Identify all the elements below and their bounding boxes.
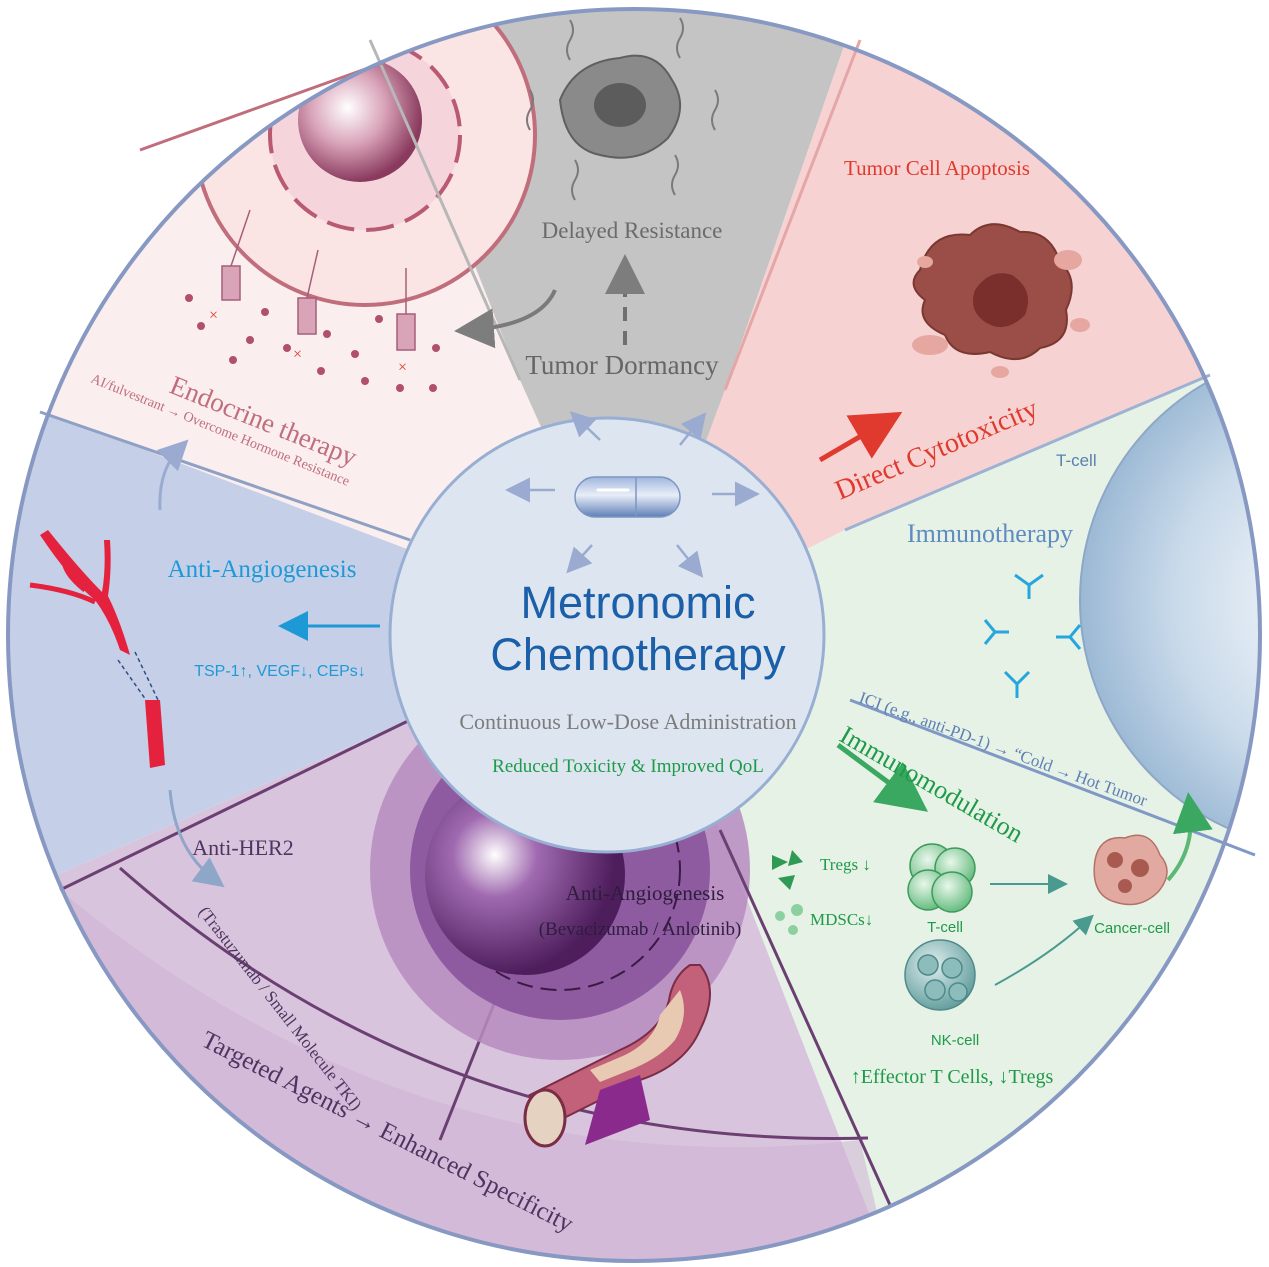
- center-circle: [388, 416, 826, 854]
- big-tcell: [1079, 349, 1260, 851]
- cytotoxicity-arrow: [818, 411, 903, 463]
- immunotherapy-label: Immunotherapy: [907, 519, 1073, 548]
- mdsc-icon: [775, 904, 803, 935]
- endocrine-nucleus: [298, 58, 422, 182]
- broken-vessel-icon: [29, 530, 165, 768]
- anti-angiogenesis-label: Anti-Angiogenesis: [168, 556, 357, 583]
- blood-vessel-icon: [523, 964, 711, 1148]
- nkcell-cluster-icon: [904, 939, 976, 1011]
- center-title-2: Chemotherapy: [490, 629, 786, 680]
- cancer-to-tcell-arrow: [1166, 792, 1213, 882]
- hormone-dots: [185, 294, 440, 392]
- tumor-apoptosis-label: Tumor Cell Apoptosis: [844, 156, 1030, 180]
- angio-to-endocrine-arrow: [156, 439, 189, 511]
- blocked-marks: × × ×: [209, 307, 407, 376]
- effector-label: ↑Effector T Cells, ↓Tregs: [851, 1066, 1054, 1088]
- dormant-tumor-icon: [526, 17, 719, 201]
- angio-to-her2-arrow: [168, 789, 225, 888]
- nkcell-label: NK-cell: [931, 1032, 979, 1049]
- targeted-angio-label: Anti-Angiogenesis: [566, 881, 725, 905]
- outer-ring: [6, 7, 1262, 1263]
- dormancy-to-endocrine-arrow: [454, 289, 557, 349]
- nkcell-to-cancer-arrow: [994, 914, 1094, 986]
- anti-her2-label: Anti-HER2: [192, 835, 293, 860]
- svg-text:×: ×: [293, 346, 302, 363]
- tcell-top-label: T-cell: [1056, 451, 1097, 470]
- receptor-icons: [221, 209, 416, 351]
- drug-capsule-icon: [574, 476, 681, 518]
- targeted-angio-drugs: (Bevacizumab / Anlotinib): [539, 919, 742, 940]
- cancer-cell-label: Cancer-cell: [1094, 920, 1170, 937]
- tcell-cluster-icon: [907, 843, 976, 913]
- cancer-cell-icon: [1093, 834, 1168, 906]
- antibody-icons: [983, 573, 1082, 698]
- angio-markers-label: TSP-1↑, VEGF↓, CEPs↓: [194, 663, 366, 680]
- tcell-label: T-cell: [927, 919, 963, 936]
- apoptotic-cell-icon: [912, 223, 1090, 378]
- center-subtitle: Continuous Low-Dose Administration: [459, 709, 796, 734]
- tregs-label: Tregs ↓: [820, 855, 871, 874]
- mdscs-label: MDSCs↓: [810, 910, 873, 929]
- svg-text:×: ×: [398, 359, 407, 376]
- treg-icon: [772, 850, 803, 890]
- release-arrows: [505, 411, 760, 578]
- sector-angio: [8, 410, 634, 900]
- center-benefit: Reduced Toxicity & Improved QoL: [492, 756, 764, 777]
- svg-text:×: ×: [209, 307, 218, 324]
- center-title-1: Metronomic: [520, 577, 755, 628]
- immunomodulation-arrow: [836, 742, 929, 812]
- delayed-resistance-label: Delayed Resistance: [542, 218, 723, 243]
- tumor-dormancy-label: Tumor Dormancy: [525, 350, 719, 380]
